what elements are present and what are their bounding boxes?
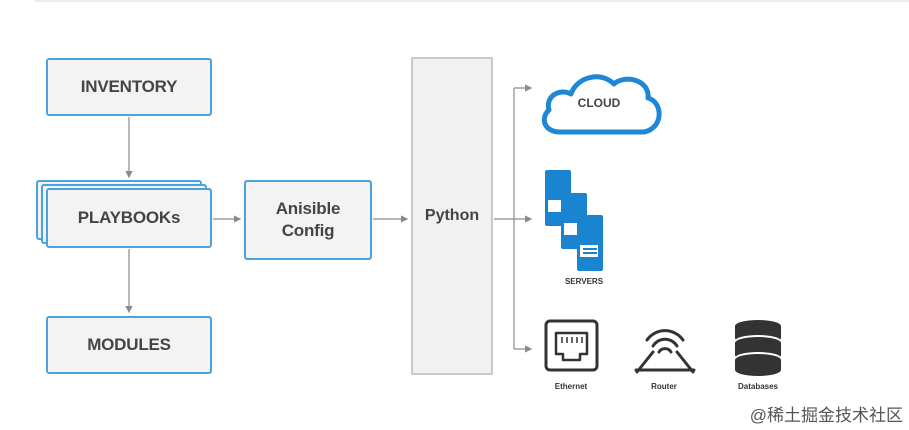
cloud-label: CLOUD <box>578 96 621 110</box>
ansible-config-box: Anisible Config <box>244 180 372 260</box>
servers-icon <box>545 170 603 271</box>
servers-label: SERVERS <box>565 277 604 286</box>
router-label: Router <box>651 382 677 391</box>
databases-label: Databases <box>738 382 779 391</box>
router-icon <box>634 329 696 374</box>
playbooks-box: PLAYBOOKs <box>46 188 212 248</box>
top-divider <box>35 0 909 2</box>
connectors <box>125 84 533 353</box>
modules-label: MODULES <box>87 335 171 354</box>
playbooks-label: PLAYBOOKs <box>77 208 181 227</box>
inventory-label: INVENTORY <box>80 77 178 96</box>
cloud-icon <box>541 74 662 135</box>
ethernet-label: Ethernet <box>555 382 588 391</box>
databases-icon <box>735 320 781 376</box>
inventory-box: INVENTORY <box>46 58 212 116</box>
modules-box: MODULES <box>46 316 212 374</box>
watermark: @稀土掘金技术社区 <box>749 406 903 425</box>
ethernet-icon <box>544 319 599 372</box>
ansible-config-label: Anisible Config <box>275 198 341 240</box>
python-box: Python <box>411 57 493 375</box>
python-label: Python <box>424 207 480 224</box>
